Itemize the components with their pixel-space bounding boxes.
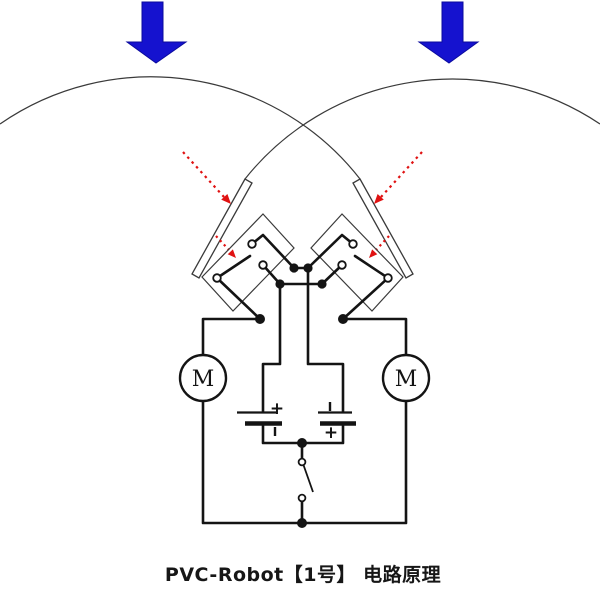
contact-terminal — [247, 239, 257, 249]
lever-contact-left-a — [250, 233, 296, 270]
pivot-terminals — [212, 239, 393, 503]
touch-plates — [191, 178, 414, 279]
contact-terminal — [258, 260, 268, 270]
force-arrows — [125, 1, 480, 64]
contact-terminal — [337, 260, 347, 270]
lever-contact-right-a — [306, 233, 355, 270]
arrowhead-icon — [374, 194, 384, 204]
junction-dot — [338, 314, 348, 324]
motor-label: M — [192, 367, 215, 392]
swing-arcs — [0, 76, 600, 180]
down-arrow-icon — [125, 1, 188, 64]
switch-terminal — [297, 457, 307, 467]
lever-pivot — [383, 273, 393, 283]
arrowhead-icon — [227, 249, 236, 258]
circuit-wires — [201, 233, 408, 525]
swing-arc-right — [244, 78, 600, 180]
motor-label: M — [395, 367, 418, 392]
battery-right-plus-label: + — [324, 423, 338, 443]
junction-dot — [317, 279, 327, 289]
impact-arrowheads — [221, 194, 384, 258]
junction-dot — [297, 438, 307, 448]
lever-blade-left — [215, 254, 262, 321]
impact-arrow-right-outer — [380, 151, 423, 198]
wire-right-motor-top — [341, 317, 408, 357]
junction-dot — [303, 263, 313, 273]
junction-dot — [297, 518, 307, 528]
impact-arrow-left-outer — [182, 151, 225, 198]
arrowhead-icon — [221, 194, 231, 204]
motor-left: M — [178, 353, 228, 403]
swing-arc-left — [0, 76, 361, 180]
junction-dots — [255, 263, 348, 528]
down-arrow-icon — [417, 1, 480, 64]
battery-plates — [237, 411, 356, 426]
power-switch-blade — [302, 464, 314, 493]
switch-housings — [201, 213, 404, 312]
switch-terminal — [297, 493, 307, 503]
switch-housing-left — [201, 213, 295, 312]
junction-dot — [289, 263, 299, 273]
motor-right: M — [381, 353, 431, 403]
wire-feed-left-cell — [261, 282, 282, 414]
touch-plate-left — [191, 178, 253, 279]
wire-feed-right-cell — [306, 266, 345, 414]
wire-left-motor-top — [201, 317, 262, 357]
switch-housing-right — [310, 213, 404, 312]
arrowhead-icon — [369, 249, 378, 258]
lever-pivot — [212, 273, 222, 283]
motor-circle — [178, 353, 228, 403]
junction-dot — [255, 314, 265, 324]
diagram-caption: PVC-Robot【1号】 电路原理 — [165, 563, 441, 586]
battery-left-plus-label: + — [270, 399, 284, 419]
motor-circle — [381, 353, 431, 403]
junction-dot — [275, 279, 285, 289]
contact-terminal — [348, 239, 358, 249]
touch-plate-right — [352, 178, 414, 279]
